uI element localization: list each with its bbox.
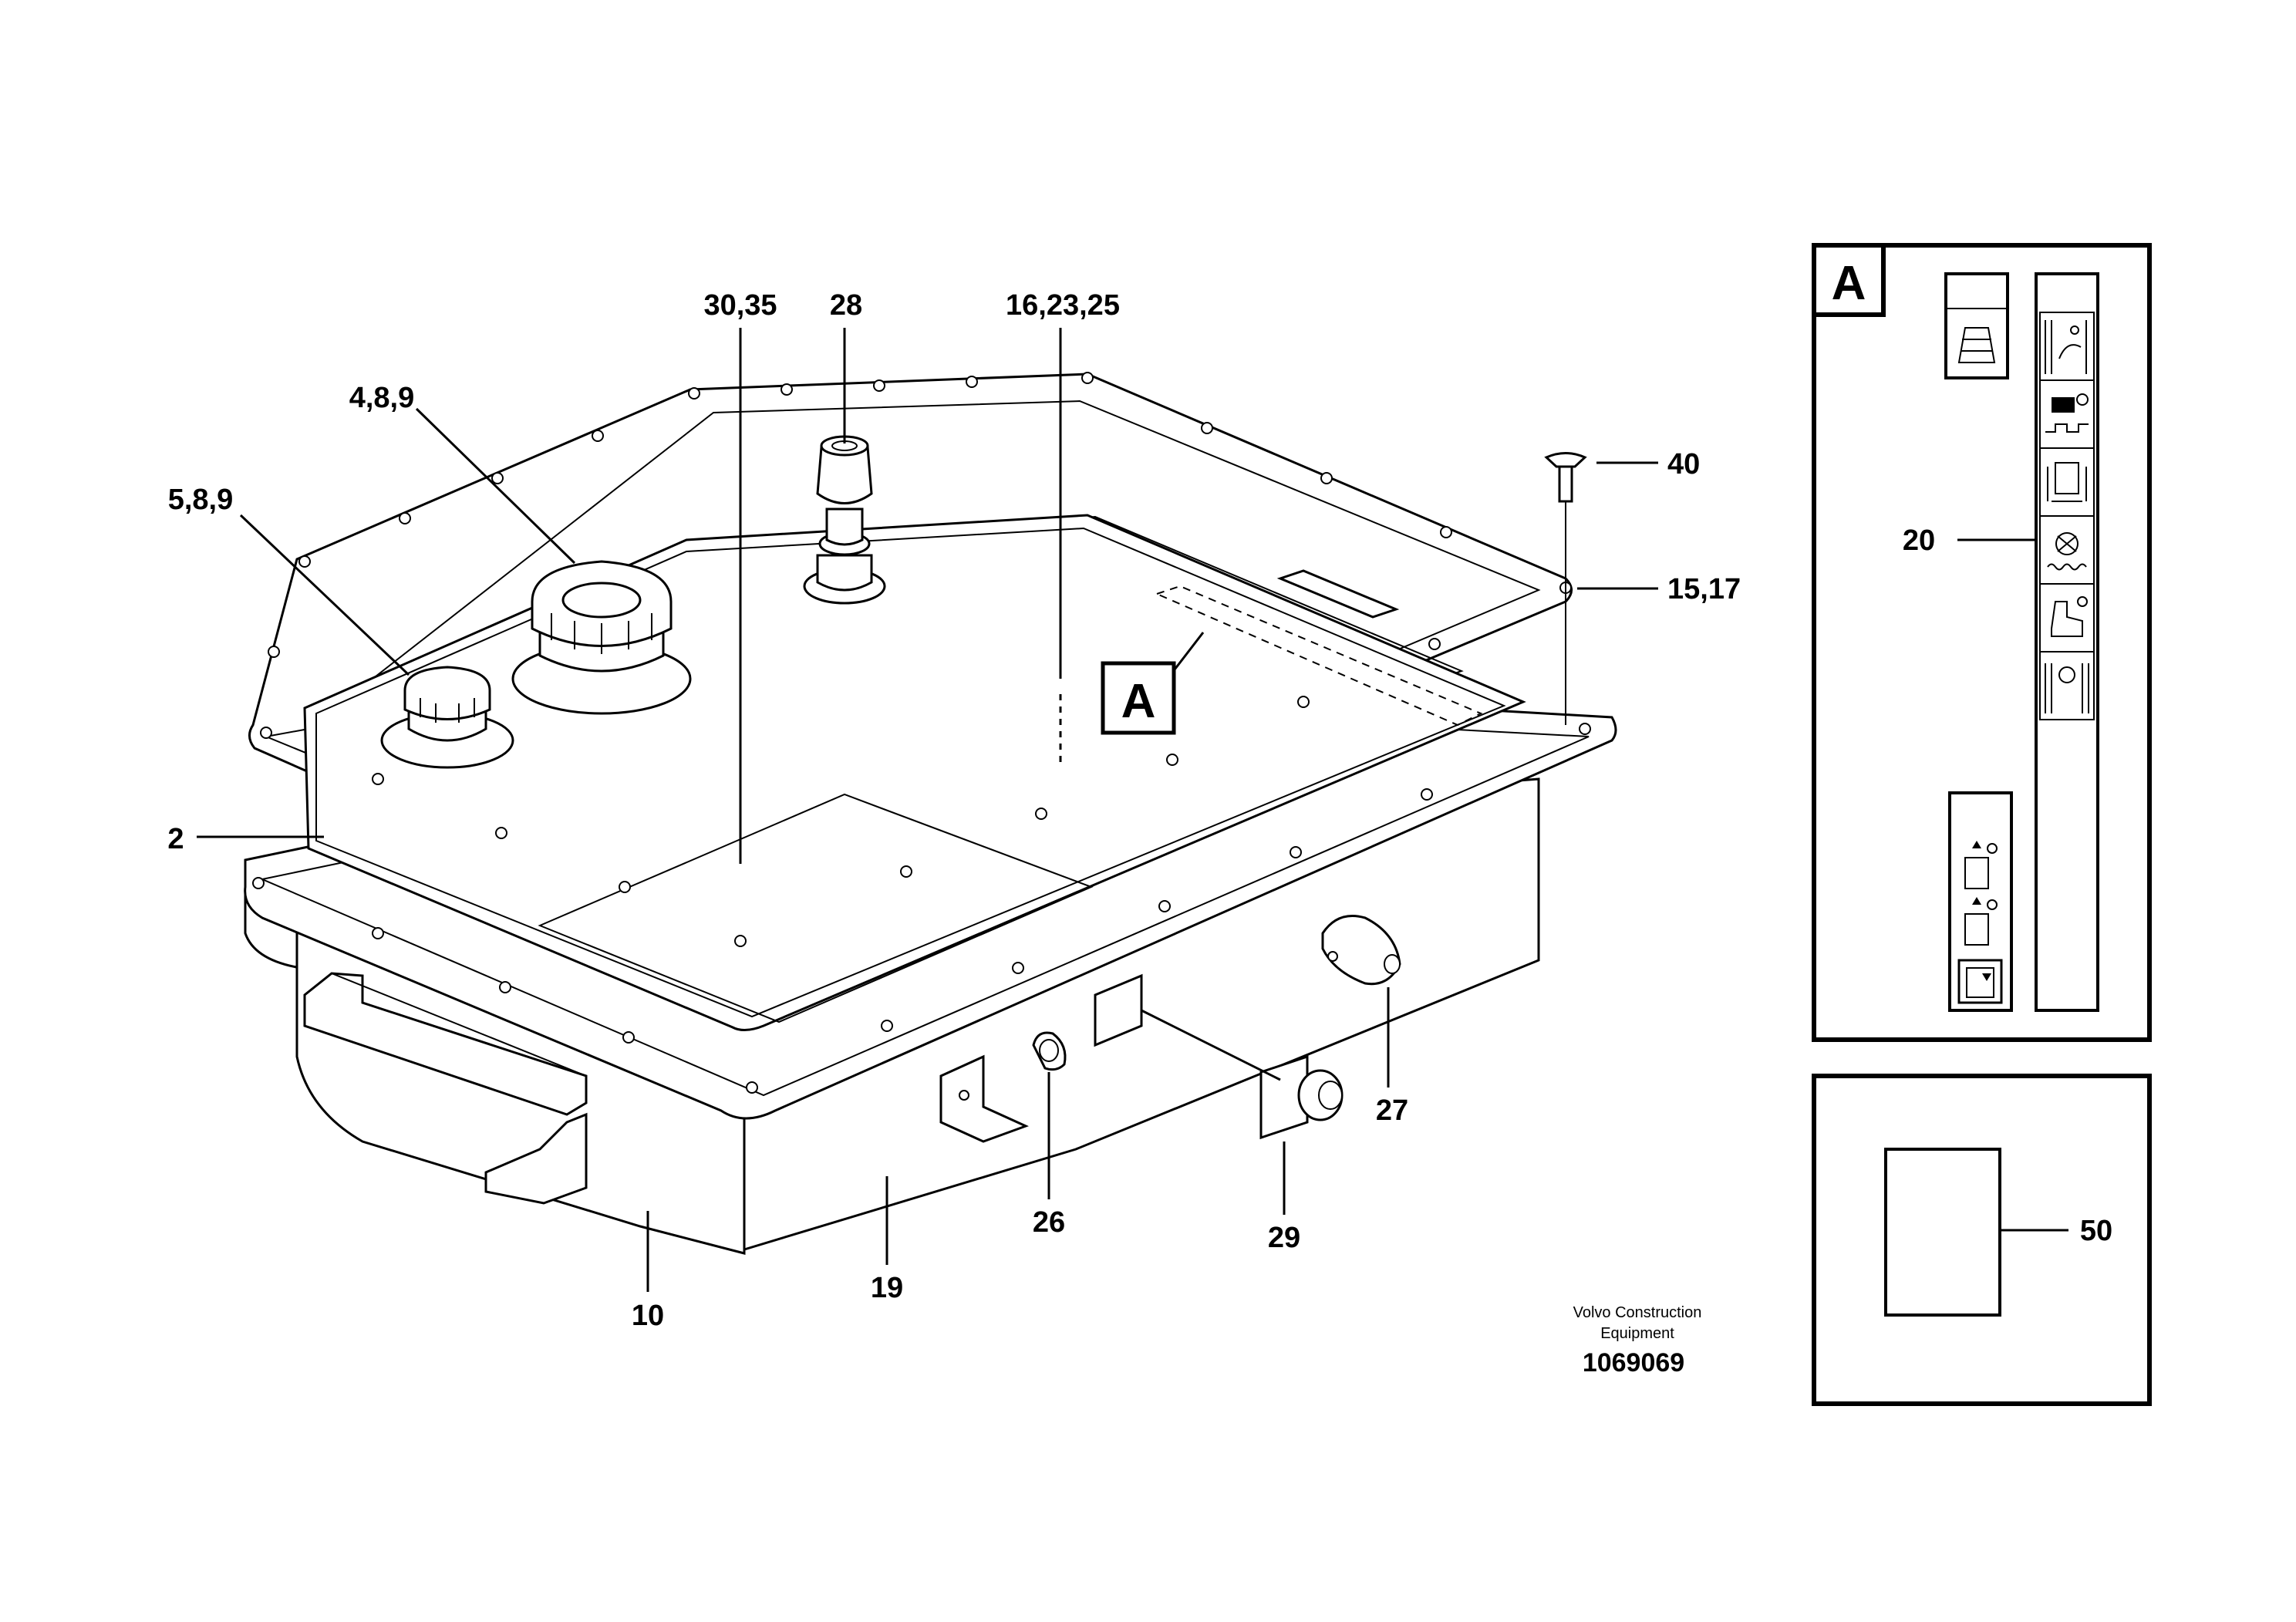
level-sensor [1321,915,1401,986]
seat-adjust-icon [1944,272,2009,379]
callout-50: 50 [2080,1215,2112,1247]
callout-2: 2 [167,823,184,855]
drawing-number: 1069069 [1583,1348,1684,1378]
track-tension-icon [2039,651,2095,720]
cab-lift-icon [2039,447,2095,517]
breather-valve [803,435,886,605]
detail-a-region [1155,585,1483,727]
credit-line-2: Equipment [1600,1325,1674,1342]
small-filler-cap [380,666,514,769]
boom-swing-icon [2039,312,2095,381]
lever-mid-icon [1964,897,1998,946]
electrical-connector [1259,1054,1344,1140]
callout-19: 19 [871,1272,903,1304]
credit-line-1: Volvo Construction [1573,1304,1702,1321]
plate-cutout [538,793,1094,1023]
callout-20: 20 [1903,524,1935,557]
detail-50-panel: 50 [1812,1074,2152,1406]
callout-16-23-25: 16,23,25 [1006,289,1120,322]
lever-down-icon [1957,959,2003,1004]
large-filler-cap [511,560,692,715]
operator-seat-icon [2039,583,2095,653]
callout-5-8-9: 5,8,9 [168,484,234,516]
callout-10: 10 [632,1300,664,1332]
side-bracket [939,1054,1029,1143]
drain-plug [1032,1031,1067,1071]
detail-a-mark: A [1121,675,1156,728]
callout-15-17: 15,17 [1667,573,1741,605]
tank-assembly: A 30,35 28 16,23,25 4,8,9 5,8,9 40 15,17… [167,289,1741,1332]
callout-4-8-9: 4,8,9 [349,382,415,414]
callout-30-35: 30,35 [703,289,777,322]
lever-up-icon [1964,841,1998,889]
leader-lines [197,328,1658,1292]
detail-a-flag: A [1101,661,1176,735]
frame-bolt-holes [252,372,1591,1094]
callout-26: 26 [1033,1206,1065,1239]
callout-27: 27 [1376,1094,1408,1127]
mount-bracket-left [484,1112,588,1205]
decal-50 [1884,1148,2001,1317]
detail-a-panel: A [1812,243,2152,1042]
credit-block: Volvo Construction Equipment 1069069 [1573,1304,1702,1378]
callout-40: 40 [1667,448,1700,481]
travel-pedal-icon [2039,379,2095,449]
fan-cooling-icon [2039,515,2095,585]
callout-29: 29 [1268,1222,1300,1254]
detail-panel-label: A [1832,257,1866,310]
callout-28: 28 [830,289,862,322]
connector-cutout [1094,973,1143,1047]
cover-screw [1544,452,1587,725]
